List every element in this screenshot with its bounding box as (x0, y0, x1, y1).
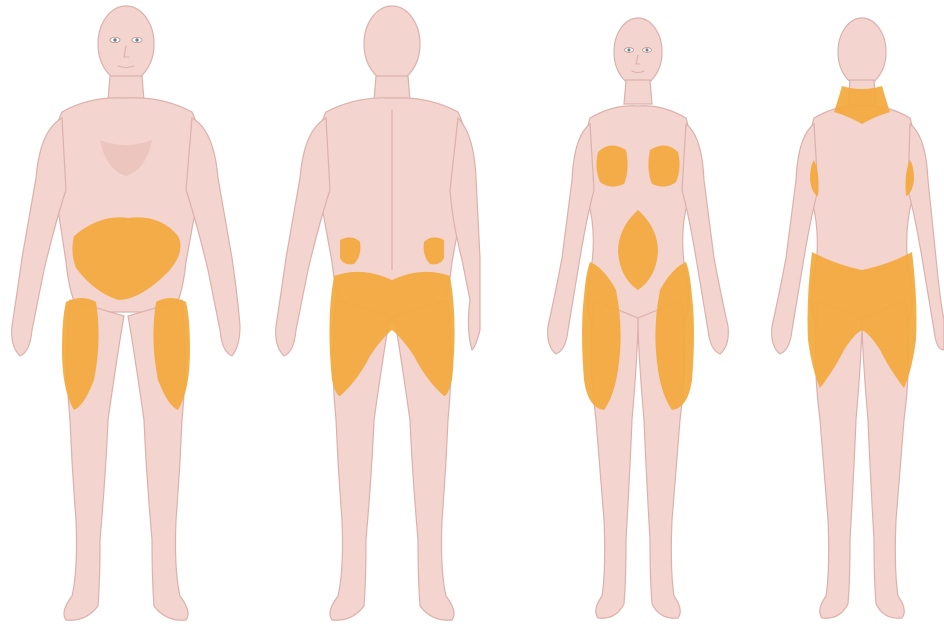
buttocks-and-back-thighs-zone (808, 252, 917, 388)
right-arm (186, 118, 240, 356)
head (364, 6, 420, 82)
female-back-figure (768, 0, 944, 626)
left-iris (113, 38, 116, 41)
head (98, 6, 154, 82)
head (614, 18, 662, 86)
female-back-figure-svg (768, 0, 944, 626)
neck (108, 76, 144, 100)
male-front-figure-svg (0, 0, 240, 626)
neck (374, 76, 410, 100)
male-front-figure (0, 0, 240, 626)
male-back-figure (236, 0, 480, 626)
left-iris (628, 49, 631, 52)
buttocks-and-back-thighs-zone (329, 272, 454, 396)
neck (624, 80, 652, 104)
left-arm (276, 118, 330, 356)
left-arm (12, 118, 66, 356)
male-back-figure-svg (236, 0, 480, 626)
left-breast-zone (596, 145, 627, 186)
right-breast-zone (648, 145, 679, 186)
right-iris (646, 49, 649, 52)
right-iris (135, 38, 138, 41)
female-front-figure (540, 0, 740, 626)
female-front-figure-svg (540, 0, 740, 626)
head (838, 18, 886, 86)
